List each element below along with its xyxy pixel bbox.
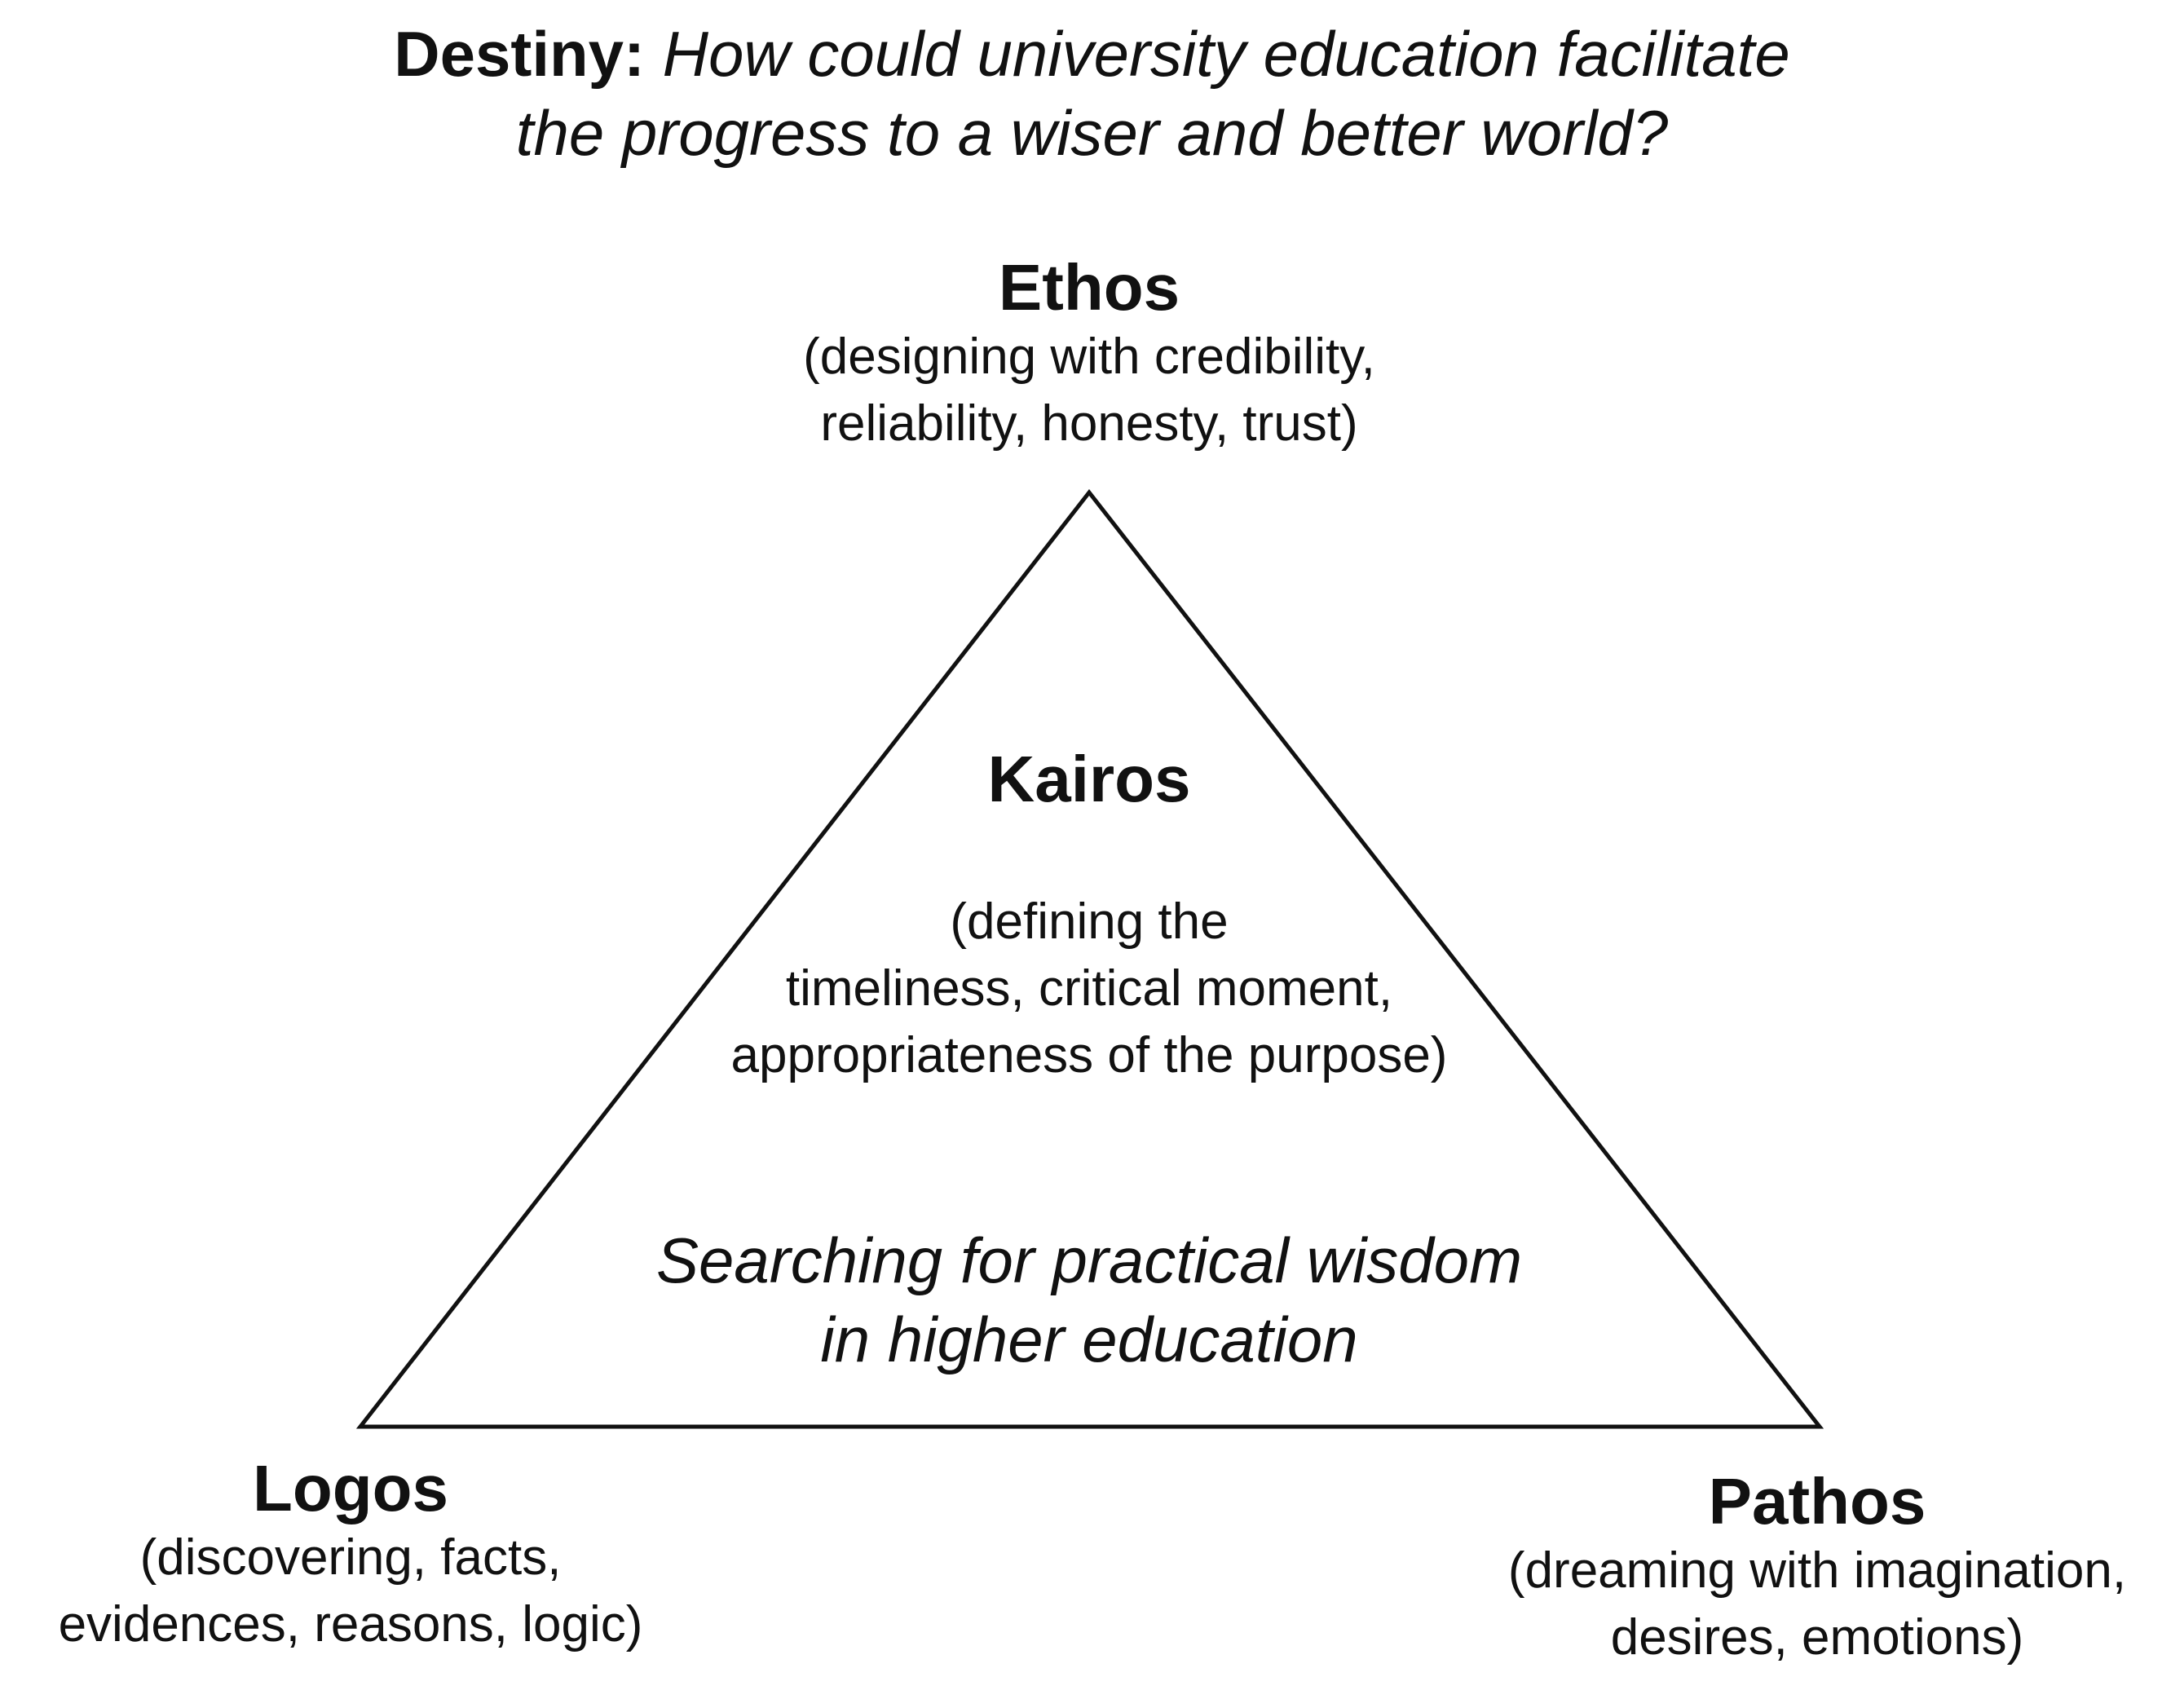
motto-line1: Searching for practical wisdom — [655, 1224, 1523, 1296]
triangle-outline — [355, 488, 1824, 1429]
kairos-description: (defining the timeliness, critical momen… — [600, 889, 1578, 1089]
title-question-line1: How could university education facilitat… — [662, 18, 1790, 90]
ethos-node: Ethos (designing with credibility, relia… — [682, 249, 1497, 457]
pathos-description: (dreaming with imagination, desires, emo… — [1458, 1538, 2176, 1671]
pathos-desc-line1: (dreaming with imagination, — [1507, 1542, 2127, 1599]
page-title: Destiny: How could university education … — [0, 15, 2184, 173]
kairos-heading: Kairos — [987, 743, 1191, 815]
kairos-desc-line3: appropriateness of the purpose) — [730, 1027, 1448, 1083]
kairos-desc-line2: timeliness, critical moment, — [785, 960, 1393, 1017]
kairos-node: Kairos (defining the timeliness, critica… — [600, 740, 1578, 1089]
motto: Searching for practical wisdom in higher… — [600, 1221, 1578, 1379]
logos-heading: Logos — [253, 1452, 448, 1525]
title-question-line2: the progress to a wiser and better world… — [515, 97, 1669, 169]
logos-node: Logos (discovering, facts, evidences, re… — [0, 1450, 701, 1658]
ethos-desc-line2: reliability, honesty, trust) — [820, 395, 1358, 452]
motto-line2: in higher education — [820, 1304, 1358, 1375]
logos-desc-line1: (discovering, facts, — [139, 1529, 562, 1586]
ethos-heading: Ethos — [998, 251, 1180, 324]
logos-desc-line2: evidences, reasons, logic) — [58, 1596, 643, 1652]
ethos-desc-line1: (designing with credibility, — [803, 329, 1375, 385]
kairos-desc-line1: (defining the — [950, 894, 1229, 950]
pathos-desc-line2: desires, emotions) — [1610, 1609, 2024, 1666]
title-lead: Destiny: — [394, 18, 645, 90]
ethos-description: (designing with credibility, reliability… — [682, 324, 1497, 457]
logos-description: (discovering, facts, evidences, reasons,… — [0, 1525, 701, 1658]
pathos-heading: Pathos — [1708, 1465, 1926, 1538]
pathos-node: Pathos (dreaming with imagination, desir… — [1458, 1463, 2176, 1671]
